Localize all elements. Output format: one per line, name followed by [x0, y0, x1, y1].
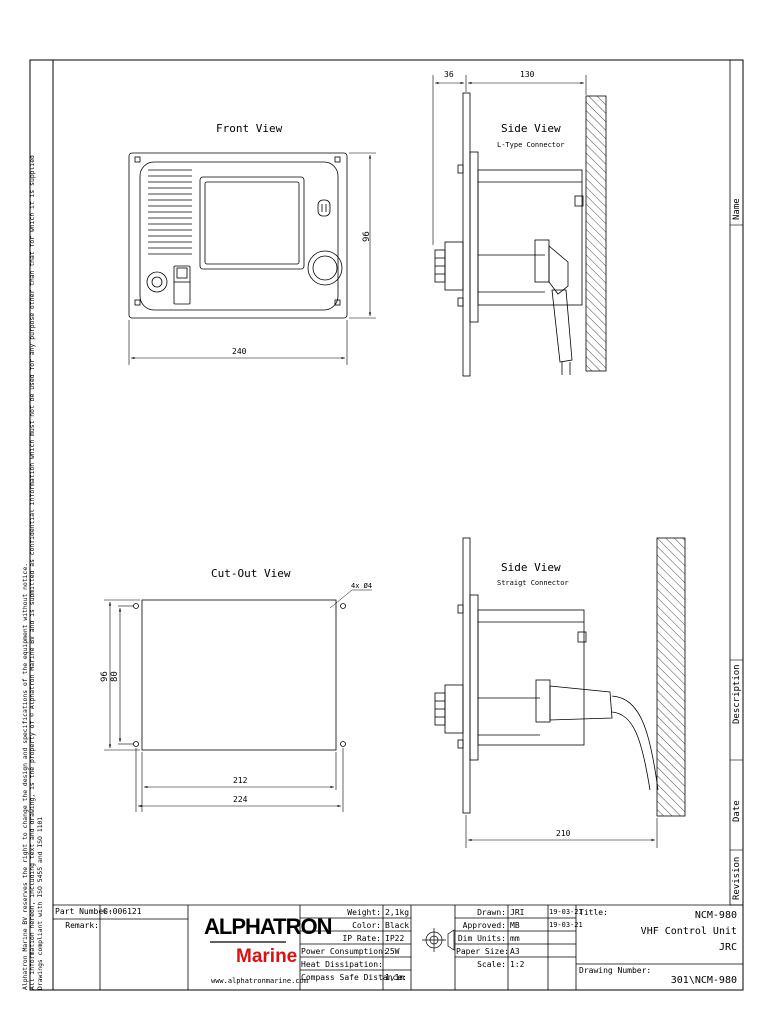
side-view-subtitle: Straigt Connector — [497, 579, 569, 587]
side-view-subtitle: L-Type Connector — [497, 141, 565, 149]
approved-value: MB — [510, 921, 520, 930]
scale-value: 1:2 — [510, 960, 525, 969]
title-line: NCM-980 — [694, 910, 737, 921]
spec-label: Heat Dissipation: — [301, 960, 383, 969]
spec-label: Power Consumption: — [301, 947, 388, 956]
dim-side-s-length: 210 — [556, 829, 571, 838]
dim-side-depth-1: 36 — [444, 70, 454, 79]
cut-out-view — [133, 589, 372, 751]
approved-date: 19-03-21 — [549, 921, 583, 929]
side-view-title: Side View — [501, 561, 561, 574]
revision-label-description: Description — [732, 664, 742, 724]
dim-cutout-h-inner: 80 — [110, 671, 120, 682]
remark-label: Remark: — [65, 921, 99, 930]
dim-cutout-w-inner: 212 — [233, 776, 248, 785]
spec-value: 2,1kg — [385, 908, 410, 917]
spec-label: Color: — [352, 921, 381, 930]
part-number-value: G-006121 — [103, 907, 142, 916]
spec-value: 25W — [385, 947, 400, 956]
drawn-date: 19-03-21 — [549, 908, 583, 916]
spec-label: IP Rate: — [342, 934, 381, 943]
speaker-grill — [148, 169, 192, 255]
dim-front-height: 96 — [362, 231, 372, 242]
side-view-title: Side View — [501, 122, 561, 135]
dim-side-depth-2: 130 — [520, 70, 535, 79]
dim-units-value: mm — [510, 934, 520, 943]
front-view-title: Front View — [216, 122, 283, 135]
dim-units-label: Dim Units: — [457, 934, 506, 943]
spec-value: Black — [385, 921, 410, 930]
spec-value: IP22 — [385, 934, 405, 943]
company-logo-sub: Marine — [236, 946, 298, 967]
cut-out-view-title: Cut-Out View — [211, 567, 291, 580]
side-view-l-type — [434, 92, 607, 377]
dim-cutout-h-outer: 96 — [100, 671, 110, 682]
company-website: www.alphatronmarine.com — [211, 977, 308, 985]
revision-label-name: Name — [732, 198, 742, 220]
part-number-label: Part Number: — [55, 907, 113, 916]
spec-value: 1,1m — [385, 973, 405, 982]
company-logo: ALPHATRON — [204, 914, 332, 939]
spec-label: Weight: — [347, 908, 381, 917]
disclaimer-text: Alphatron Marine BV reserves the right t… — [21, 60, 44, 990]
projection-symbol-icon — [422, 928, 455, 952]
title-label: Title: — [579, 908, 608, 917]
revision-label-date: Date — [732, 800, 742, 822]
hole-note: 4x Ø4 — [351, 582, 373, 590]
drawing-number-label: Drawing Number: — [579, 966, 652, 975]
dim-cutout-w-outer: 224 — [233, 795, 248, 804]
dim-front-width: 240 — [232, 347, 247, 356]
side-view-straight — [434, 537, 686, 817]
spec-label: Compass Safe Distance: — [301, 973, 407, 982]
drawn-value: JRI — [510, 908, 525, 917]
front-view — [128, 152, 348, 319]
scale-label: Scale: — [477, 960, 506, 969]
title-line: VHF Control Unit — [640, 926, 737, 937]
title-block-frame — [53, 904, 743, 990]
drawn-label: Drawn: — [477, 908, 506, 917]
paper-size-label: Paper Size: — [456, 947, 509, 956]
revision-label-revision: Revision — [732, 856, 742, 900]
drawing-number-value: 301\NCM-980 — [670, 975, 737, 986]
disclaimer-line: Drawings compliant with ISO 5455 and ISO… — [35, 816, 44, 990]
paper-size-value: A3 — [510, 947, 520, 956]
approved-label: Approved: — [462, 921, 506, 930]
title-line: JRC — [718, 942, 737, 953]
